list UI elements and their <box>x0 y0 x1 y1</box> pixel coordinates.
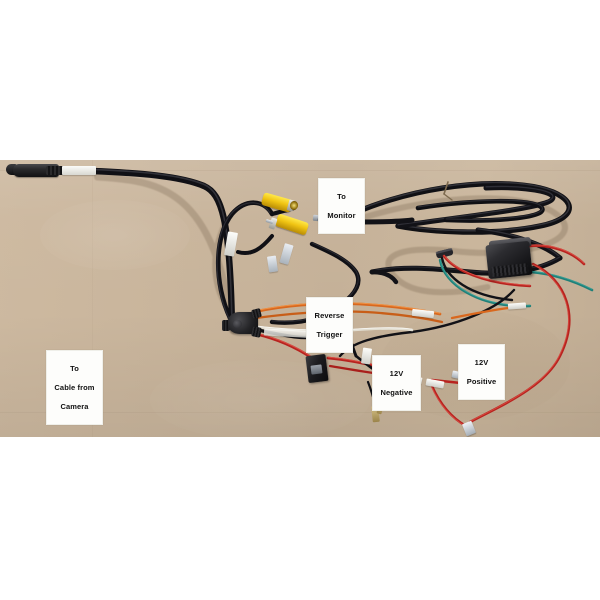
callout-to-monitor-line1: To <box>337 191 346 201</box>
splitter-rib-left <box>222 320 230 331</box>
callout-negative-line2: Negative <box>380 387 413 397</box>
callout-positive-line2: Positive <box>466 376 497 386</box>
callout-to-monitor-line2: Monitor <box>327 210 356 220</box>
wire-harness-drawing <box>88 167 594 428</box>
callout-to-monitor: To Monitor <box>318 178 365 234</box>
camera-label-sleeve <box>62 166 96 175</box>
fuse-block-window <box>310 364 323 375</box>
module-output-wires <box>338 244 594 424</box>
callout-to-cable-from-camera: To Cable from Camera <box>46 350 103 425</box>
crimp-sleeve <box>507 302 527 310</box>
callout-12v-positive: 12V Positive <box>458 344 505 400</box>
y-splitter <box>228 312 258 334</box>
callout-12v-negative: 12V Negative <box>372 355 421 411</box>
callout-reverse-line2: Trigger <box>316 329 343 339</box>
monitor-cable-coil <box>341 181 572 261</box>
y-splitter-boss <box>233 320 242 328</box>
callout-camera-line1: To <box>70 363 79 373</box>
callout-reverse-trigger: Reverse Trigger <box>306 297 353 353</box>
callout-reverse-line1: Reverse <box>314 310 345 320</box>
callout-positive-line1: 12V <box>474 357 489 367</box>
callout-camera-line2: Cable from <box>54 382 95 392</box>
monitor-cable-lower-run <box>369 248 563 308</box>
camera-connector-strain-relief <box>46 166 64 175</box>
camera-connector-nose <box>6 164 17 175</box>
callout-camera-line3: Camera <box>60 401 89 411</box>
callout-negative-line1: 12V <box>389 368 404 378</box>
